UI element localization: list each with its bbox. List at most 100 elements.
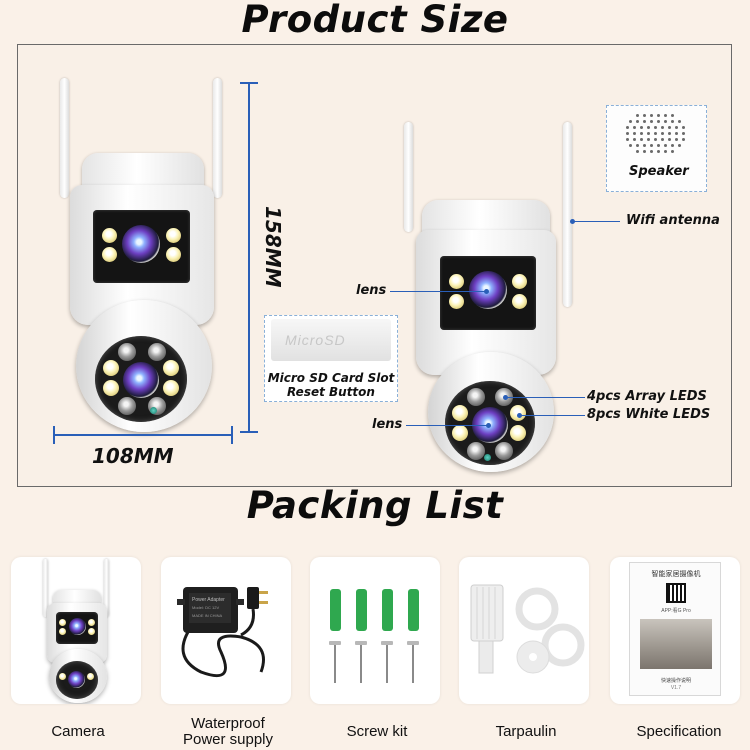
microsd-slot-image: MicroSD xyxy=(271,319,391,361)
manual-photo xyxy=(640,619,712,669)
array-led xyxy=(148,343,166,361)
speaker-hole xyxy=(650,114,653,117)
speaker-hole xyxy=(664,120,667,123)
led xyxy=(59,619,66,626)
left-antenna-left xyxy=(60,78,69,198)
led xyxy=(163,380,179,396)
camera-icon xyxy=(11,557,141,704)
speaker-hole xyxy=(646,138,650,141)
speaker-hole xyxy=(629,144,632,147)
speaker-hole xyxy=(664,114,667,117)
lens-lower-label: lens xyxy=(372,417,403,432)
manual-version: V1.7 xyxy=(670,685,682,691)
specification-item-card: 智能家居摄像机 APP:看G Pro 快速操作说明 V1.7 xyxy=(610,557,740,704)
right-antenna-left xyxy=(404,122,413,232)
product-size-title: Product Size xyxy=(241,0,509,41)
speaker-hole xyxy=(671,144,674,147)
speaker-hole xyxy=(664,144,667,147)
speaker-hole xyxy=(653,126,657,129)
screws xyxy=(334,643,414,683)
pointer-dot xyxy=(486,423,491,428)
tarpaulin-item-card xyxy=(459,557,589,704)
microsd-slot-text: MicroSD xyxy=(285,332,346,348)
speaker-hole xyxy=(646,126,650,129)
adapter-text-2: Model: DC 12V xyxy=(192,605,219,610)
pointer-dot xyxy=(517,413,522,418)
width-label: 108MM xyxy=(92,444,174,468)
width-dimension-line xyxy=(53,434,233,436)
adapter-text-1: Power Adapter xyxy=(192,597,225,603)
specification-item-label: Specification xyxy=(636,723,722,740)
speaker-hole xyxy=(671,114,674,117)
led xyxy=(103,380,119,396)
speaker-hole xyxy=(632,132,636,135)
speaker-hole xyxy=(643,114,646,117)
array-leds-label: 4pcs Array LEDS xyxy=(587,389,707,404)
speaker-hole xyxy=(643,120,646,123)
led xyxy=(88,619,95,626)
speaker-hole xyxy=(653,132,657,135)
speaker-hole xyxy=(681,126,685,129)
screw-kit-item-card xyxy=(310,557,440,704)
height-label: 158MM xyxy=(261,206,285,288)
packing-list-title: Packing List xyxy=(246,484,504,527)
speaker-hole xyxy=(650,120,653,123)
led xyxy=(102,228,117,243)
led xyxy=(163,360,179,376)
lens xyxy=(68,671,85,688)
speaker-hole xyxy=(681,132,685,135)
camera-item-label: Camera xyxy=(51,723,105,740)
speaker-hole xyxy=(653,138,657,141)
led xyxy=(103,360,119,376)
manual-icon: 智能家居摄像机 APP:看G Pro 快速操作说明 V1.7 xyxy=(629,562,721,696)
pointer xyxy=(406,425,488,426)
speaker-hole xyxy=(625,132,629,135)
speaker-hole xyxy=(625,126,629,129)
lens xyxy=(69,618,86,635)
speaker-hole xyxy=(674,138,678,141)
speaker-hole xyxy=(636,120,639,123)
power-supply-line-1: Waterproof xyxy=(191,715,265,732)
pointer-dot xyxy=(503,395,508,400)
speaker-hole xyxy=(681,138,685,141)
pointer xyxy=(390,291,486,292)
speaker-hole xyxy=(625,138,629,141)
array-led xyxy=(495,442,513,460)
led xyxy=(510,425,526,441)
speaker-hole xyxy=(678,120,681,123)
power-supply-line-2: Power supply xyxy=(182,731,274,748)
screw-kit-item-label: Screw kit xyxy=(346,723,408,740)
manual-title: 智能家居摄像机 xyxy=(651,570,701,578)
speaker-hole xyxy=(639,138,643,141)
speaker-hole xyxy=(671,120,674,123)
pointer-dot xyxy=(484,289,489,294)
array-led xyxy=(467,388,485,406)
teal-dot xyxy=(484,454,491,461)
speaker-hole xyxy=(657,120,660,123)
pointer xyxy=(507,397,585,398)
speaker-hole xyxy=(636,114,639,117)
led xyxy=(102,247,117,262)
power-adapter-icon: Power Adapter Model: DC 12V MADE IN CHIN… xyxy=(177,587,268,678)
speaker-hole xyxy=(657,114,660,117)
pointer xyxy=(521,415,585,416)
height-dimension-line xyxy=(248,82,250,432)
reset-button-label: Reset Button xyxy=(287,385,375,399)
microsd-label: Micro SD Card Slot xyxy=(267,371,395,385)
dim-cap xyxy=(240,82,258,84)
pointer xyxy=(574,221,620,222)
led xyxy=(88,628,95,635)
led xyxy=(59,673,66,680)
speaker-hole xyxy=(650,150,653,153)
antenna xyxy=(43,559,48,617)
speaker-hole xyxy=(664,150,667,153)
speaker-hole xyxy=(667,126,671,129)
left-lower-lens xyxy=(123,362,159,398)
manual-footer: 快速操作说明 xyxy=(660,678,691,684)
speaker-hole xyxy=(643,150,646,153)
array-led xyxy=(118,343,136,361)
led xyxy=(59,628,66,635)
speaker-callout: Speaker xyxy=(606,105,707,192)
dim-cap xyxy=(240,431,258,433)
tarpaulin-item-label: Tarpaulin xyxy=(495,723,557,740)
